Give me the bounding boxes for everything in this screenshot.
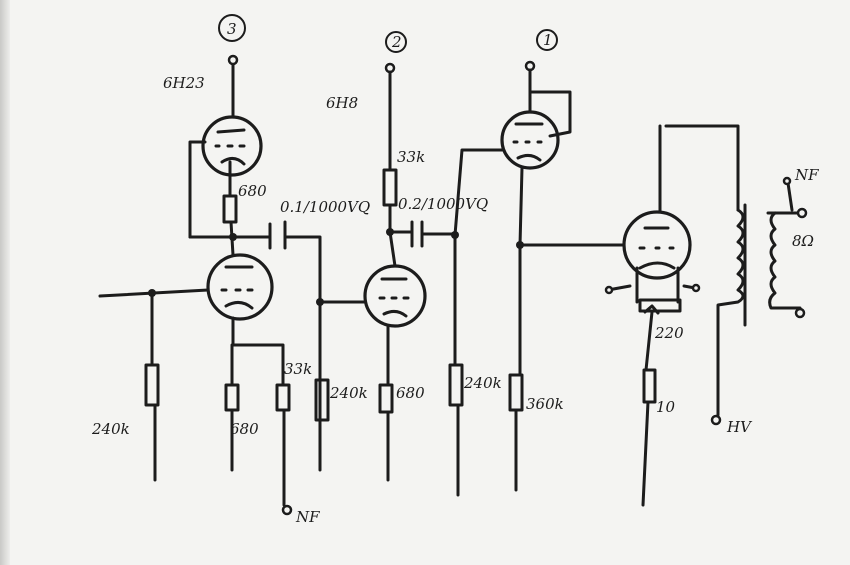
label-220: 220 xyxy=(654,324,684,342)
b-plus-terminal-3 xyxy=(227,54,239,66)
stage-label-3: 3 xyxy=(227,20,237,38)
tube-label-6h8: 6H8 xyxy=(326,94,358,112)
label-cap-0.2: 0.2/1000VQ xyxy=(398,195,488,213)
tube-label-6h23: 6H23 xyxy=(163,74,205,92)
arrow-wiper xyxy=(643,304,660,372)
resistor-680-v3a xyxy=(222,194,238,224)
tube-v3b xyxy=(206,253,274,321)
resistor-33k-feedback xyxy=(275,383,291,412)
tube-v3a xyxy=(188,62,263,239)
resistor-240k-v1 xyxy=(448,363,464,407)
nf-input-terminal xyxy=(281,504,293,516)
label-hv: HV xyxy=(726,418,753,436)
label-680-v2: 680 xyxy=(396,384,425,402)
speaker-terminal-bottom xyxy=(794,307,806,319)
stage-label-2: 2 xyxy=(391,33,402,51)
label-240k-v2: 240k xyxy=(329,384,368,402)
label-680-v3a: 680 xyxy=(238,182,267,200)
label-33k-plate: 33k xyxy=(397,148,425,166)
stage-label-1: 1 xyxy=(543,31,553,49)
plate-wire xyxy=(658,124,740,214)
label-360k: 360k xyxy=(526,395,564,413)
label-240k-v1: 240k xyxy=(463,374,502,392)
capacitor-0.2 xyxy=(410,220,424,248)
label-10: 10 xyxy=(656,398,676,416)
resistor-680-v3b xyxy=(224,383,240,412)
label-33k-feedback: 33k xyxy=(284,360,312,378)
resistor-10 xyxy=(642,368,657,404)
hv-terminal xyxy=(710,414,722,426)
tube-v1 xyxy=(500,110,560,170)
resistor-360k xyxy=(508,373,524,412)
notebook-binding-edge xyxy=(0,0,10,565)
resistor-220-cathode xyxy=(638,298,682,313)
resistor-240k-v2 xyxy=(314,378,330,422)
tube-v2 xyxy=(363,264,427,328)
label-8-ohm: 8Ω xyxy=(792,232,814,250)
resistor-680-v2 xyxy=(378,383,394,414)
resistor-240k-input xyxy=(144,363,160,407)
label-680-v3b: 680 xyxy=(230,420,259,438)
resistor-33k-plate-v2 xyxy=(382,168,398,207)
tube-output xyxy=(604,210,701,304)
label-240k-input: 240k xyxy=(91,420,130,438)
transformer-secondary xyxy=(766,211,802,310)
label-nf-output: NF xyxy=(794,166,819,184)
capacitor-0.1 xyxy=(268,220,287,250)
label-cap-0.1: 0.1/1000VQ xyxy=(280,198,370,216)
wire-coupling-1 xyxy=(188,235,322,472)
transformer-primary xyxy=(716,208,745,417)
label-nf-input: NF xyxy=(295,508,320,526)
speaker-terminal-top xyxy=(796,207,808,219)
